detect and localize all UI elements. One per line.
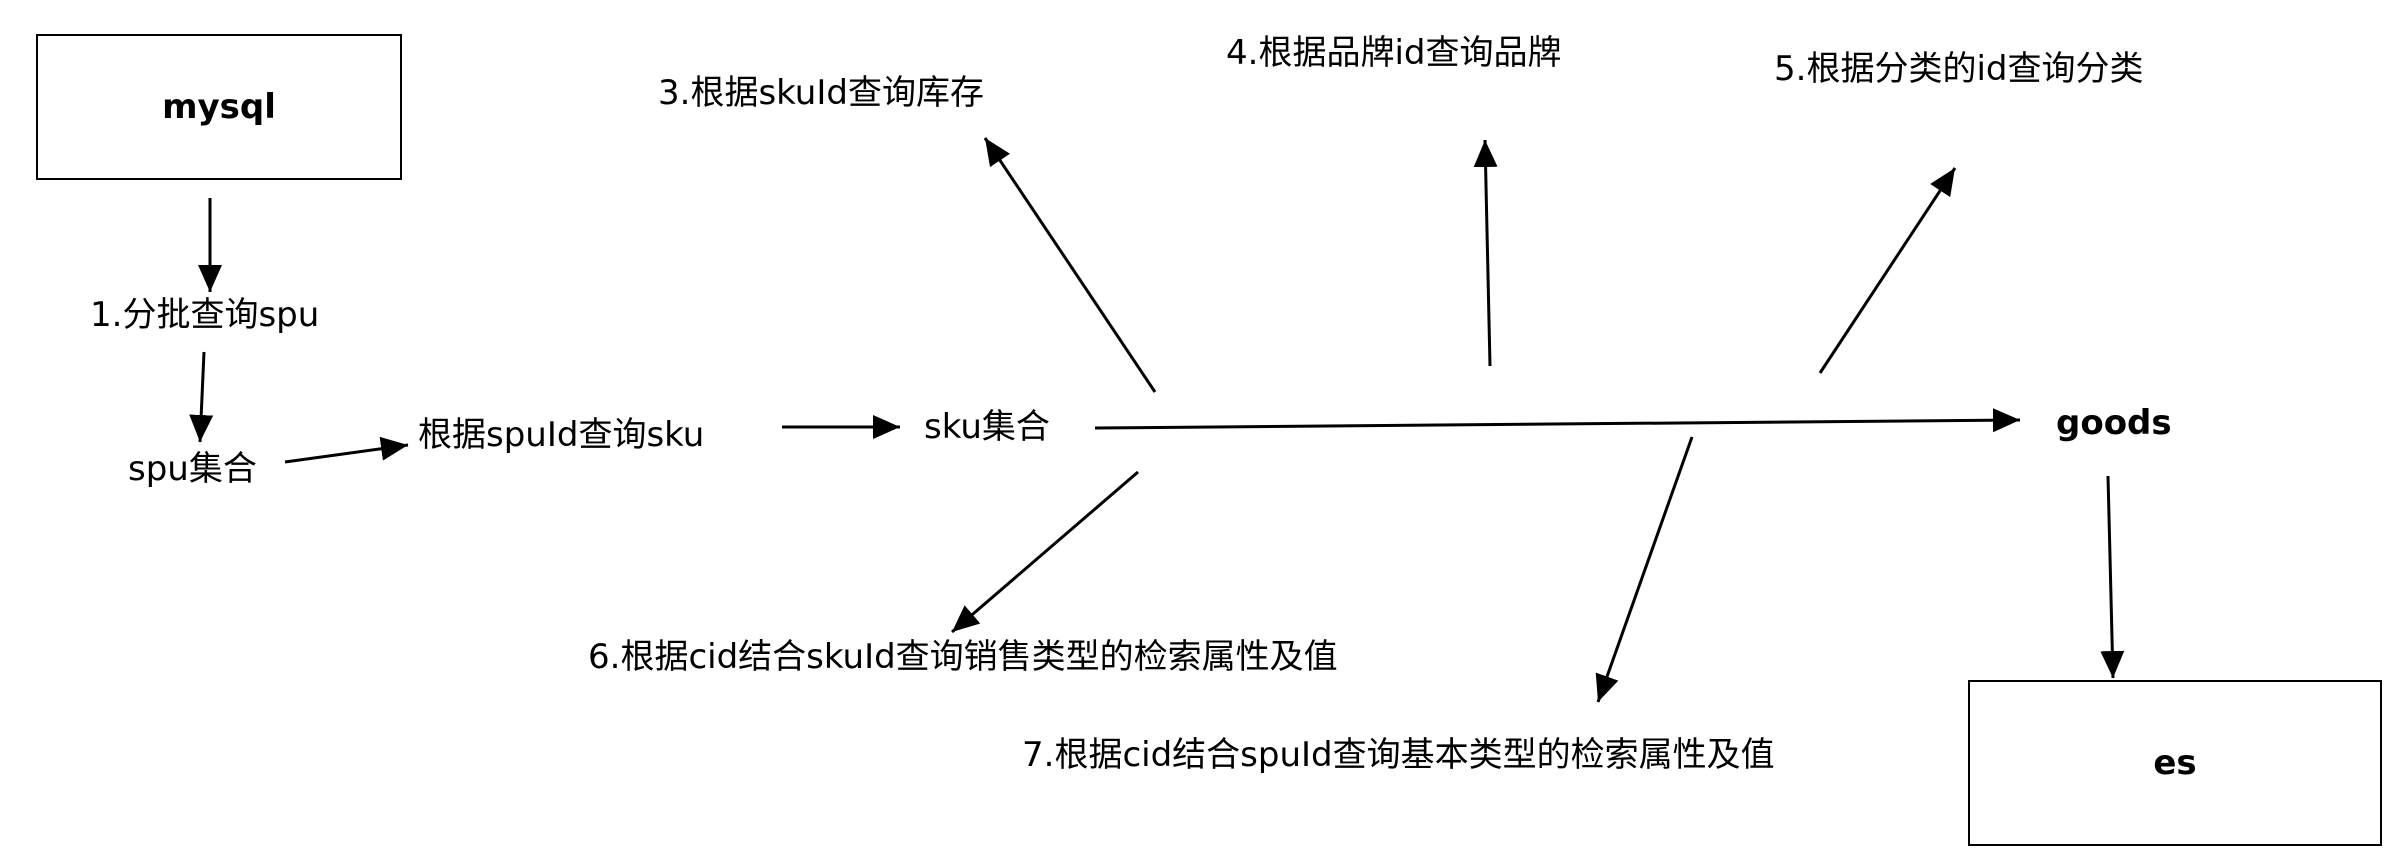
arrow-spu-set-to-sku-query — [284, 436, 409, 464]
step1-label: 1.分批查询spu — [90, 295, 320, 335]
es-box: es — [1968, 680, 2382, 846]
step4-label: 4.根据品牌id查询品牌 — [1226, 33, 1562, 73]
arrow-goods-to-es — [2100, 475, 2125, 679]
mysql-label: mysql — [162, 87, 276, 127]
arrow-to-step7 — [1595, 436, 1694, 703]
sku-set-label: sku集合 — [924, 407, 1050, 447]
sku-query-label: 根据spuId查询sku — [418, 415, 705, 455]
arrow-to-step5 — [1818, 167, 1957, 374]
arrow-to-step3 — [983, 137, 1157, 393]
es-label: es — [2153, 743, 2197, 783]
step6-label: 6.根据cid结合skuId查询销售类型的检索属性及值 — [588, 637, 1338, 677]
step3-label: 3.根据skuId查询库存 — [658, 73, 984, 113]
spu-set-label: spu集合 — [128, 449, 257, 489]
arrow-to-step4 — [1473, 139, 1498, 367]
arrow-sku-set-to-goods — [1094, 408, 2021, 433]
goods-label: goods — [2056, 403, 2172, 443]
arrow-step1-to-spu-set — [189, 351, 214, 443]
step7-label: 7.根据cid结合spuId查询基本类型的检索属性及值 — [1022, 735, 1775, 775]
arrow-to-step6 — [951, 470, 1139, 634]
mysql-box: mysql — [36, 34, 402, 180]
step5-label: 5.根据分类的id查询分类 — [1774, 49, 2144, 89]
